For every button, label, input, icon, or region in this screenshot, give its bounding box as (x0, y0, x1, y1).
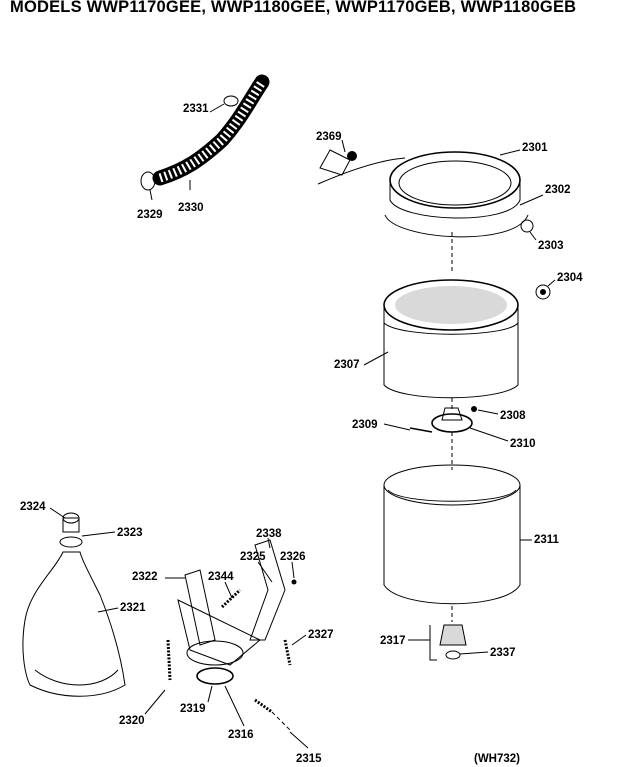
tub-bearing-drawing (429, 624, 467, 661)
agitator-drawing (22, 512, 126, 697)
part-label-2344: 2344 (208, 571, 234, 583)
leader-lines (49, 103, 556, 749)
part-label-2302: 2302 (545, 184, 571, 196)
part-label-2323: 2323 (117, 527, 143, 539)
part-label-2322: 2322 (132, 571, 158, 583)
part-label-2338: 2338 (256, 528, 282, 540)
part-label-2303: 2303 (538, 240, 564, 252)
part-label-2329: 2329 (137, 209, 163, 221)
part-label-2308: 2308 (500, 410, 526, 422)
diagram-title: MODELS WWP1170GEE, WWP1180GEE, WWP1170GE… (10, 0, 577, 16)
part-label-2325: 2325 (240, 551, 266, 563)
part-label-2369: 2369 (316, 131, 342, 143)
brake-assembly-drawing (166, 539, 297, 731)
tub-cover-drawing (317, 149, 534, 238)
part-label-2311: 2311 (534, 534, 560, 546)
part-label-2317: 2317 (380, 635, 406, 647)
part-label-2301: 2301 (522, 142, 548, 154)
part-label-2321: 2321 (120, 602, 146, 614)
part-label-2331: 2331 (183, 103, 209, 115)
basket-hub-drawing (409, 406, 477, 433)
diagram-code: (WH732) (474, 753, 520, 765)
part-label-2309: 2309 (352, 419, 378, 431)
part-label-2319: 2319 (180, 703, 206, 715)
part-label-2330: 2330 (178, 202, 204, 214)
part-label-2315: 2315 (296, 753, 322, 765)
part-label-2326: 2326 (280, 551, 306, 563)
outer-tub-drawing (383, 464, 521, 605)
part-label-2310: 2310 (510, 438, 536, 450)
part-label-2304: 2304 (557, 272, 583, 284)
part-label-2307: 2307 (334, 359, 360, 371)
part-label-2337: 2337 (490, 647, 516, 659)
part-label-2320: 2320 (119, 715, 145, 727)
part-label-2327: 2327 (308, 629, 334, 641)
part-label-2324: 2324 (20, 501, 46, 513)
drain-hose-drawing (140, 74, 270, 191)
wash-basket-drawing (383, 279, 551, 399)
part-label-2316: 2316 (228, 729, 254, 741)
